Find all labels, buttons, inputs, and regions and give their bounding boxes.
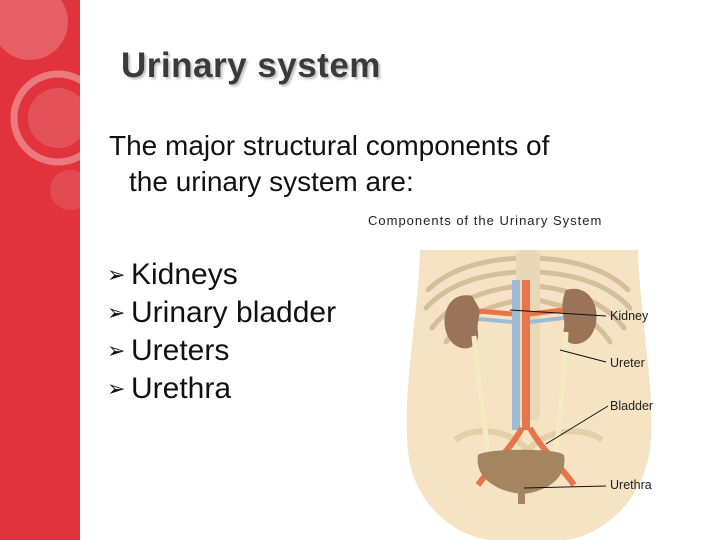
right-kidney xyxy=(562,288,597,345)
ureter-label: Ureter xyxy=(610,356,645,370)
bullet-text: Urethra xyxy=(131,372,232,405)
slide-title: Urinary system xyxy=(121,46,381,85)
bladder-shape xyxy=(477,449,565,494)
bullet-text: Urinary bladder xyxy=(131,296,337,329)
intro-line-1: The major structural components of xyxy=(109,130,550,161)
left-kidney xyxy=(444,295,480,349)
vena-cava xyxy=(512,280,520,430)
list-item: ➢ Urethra xyxy=(107,370,336,408)
list-item: ➢ Urinary bladder xyxy=(107,294,336,332)
arrow-bullet-icon: ➢ xyxy=(107,338,126,363)
arrow-bullet-icon: ➢ xyxy=(107,376,126,401)
anatomy-illustration xyxy=(406,250,652,540)
kidney-label: Kidney xyxy=(610,309,649,323)
aorta xyxy=(522,280,530,430)
component-list: ➢ Kidneys ➢ Urinary bladder ➢ Ureters ➢ … xyxy=(107,256,336,408)
arrow-bullet-icon: ➢ xyxy=(107,262,126,287)
bladder-label: Bladder xyxy=(610,399,654,413)
intro-text: The major structural components of the u… xyxy=(109,128,669,200)
arrow-bullet-icon: ➢ xyxy=(107,300,126,325)
bullet-text: Kidneys xyxy=(131,258,238,291)
urethra-label: Urethra xyxy=(610,478,652,492)
urethra-tube xyxy=(518,492,525,504)
list-item: ➢ Kidneys xyxy=(107,256,336,294)
sidebar-decoration xyxy=(0,0,80,540)
leader-lines xyxy=(509,309,609,489)
intro-line-2: the urinary system are: xyxy=(129,166,414,197)
list-item: ➢ Ureters xyxy=(107,332,336,370)
figure-title: Components of the Urinary System xyxy=(368,213,603,228)
urinary-system-figure: Components of the Urinary System xyxy=(360,210,720,540)
bullet-text: Ureters xyxy=(131,334,230,367)
rib-cage xyxy=(423,255,633,345)
